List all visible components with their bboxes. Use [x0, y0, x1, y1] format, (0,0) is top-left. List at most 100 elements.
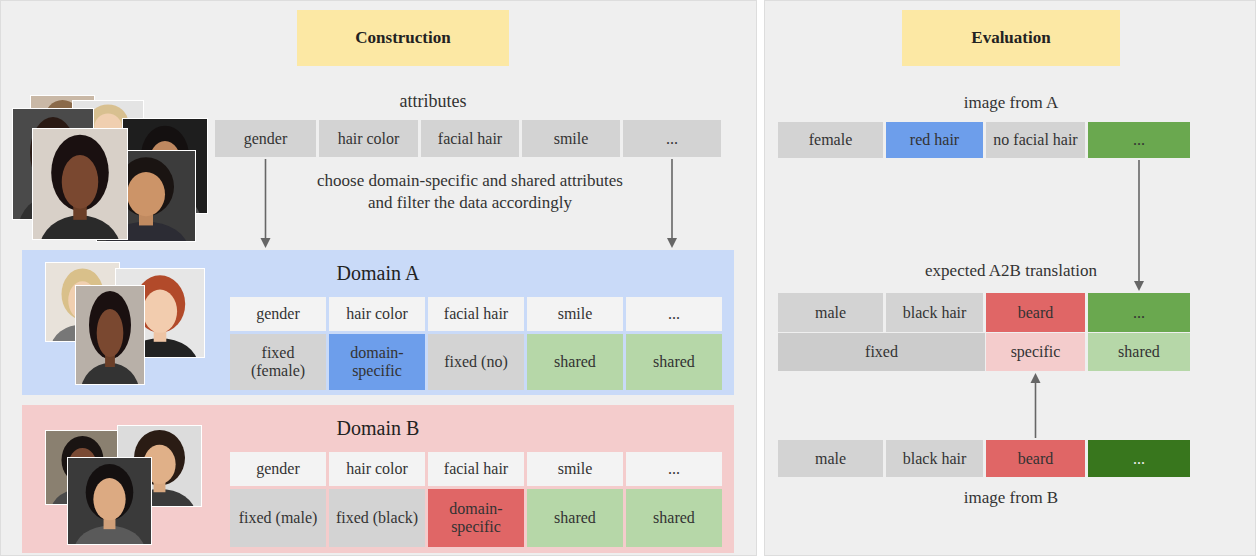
cell-text: smile [558, 305, 593, 323]
arrow-connector [261, 159, 271, 248]
cell-text: male [815, 304, 846, 322]
cell-text: fixed (black) [336, 509, 418, 527]
cell-text: smile [554, 130, 589, 148]
row-caption: image from A [901, 92, 1121, 114]
cell-text: ... [668, 305, 680, 323]
attribute-cell: beard [986, 440, 1085, 477]
cell-text: shared [1118, 343, 1160, 361]
band-title: Domain A [22, 262, 734, 284]
cell-text: gender [256, 305, 300, 323]
attribute-value: fixed (female) [230, 334, 326, 390]
attribute-value: fixed (no) [428, 334, 524, 390]
cell-text: ... [1133, 450, 1145, 468]
attribute-cell: male [778, 293, 883, 332]
cell-text: black hair [903, 450, 967, 468]
cell-text: ... [666, 130, 678, 148]
cell-text: facial hair [444, 305, 508, 323]
cell-text: hair color [346, 305, 408, 323]
attribute-value: shared [527, 334, 623, 390]
attribute-header: ... [626, 297, 722, 331]
cell-text: ... [668, 460, 680, 478]
header-text: Evaluation [971, 28, 1050, 47]
attribute-value: shared [626, 334, 722, 390]
cell-text: fixed (male) [239, 509, 318, 527]
attribute-cell: black hair [886, 293, 983, 332]
attribute-cell: black hair [886, 440, 983, 477]
cell-text: facial hair [438, 130, 502, 148]
attribute-cell: female [778, 122, 883, 158]
attribute-header: hair color [329, 452, 425, 486]
face-photo-stack [22, 250, 222, 395]
attribute-header: facial hair [428, 452, 524, 486]
attribute-header: facial hair [428, 297, 524, 331]
domain-band: Domain A gender hair color facial hair smile… [22, 250, 734, 395]
attribute-cell: no facial hair [986, 122, 1085, 158]
attribute-cell: ... [1088, 122, 1190, 158]
face-photo-stack [22, 405, 222, 553]
attribute-header: hair color [329, 297, 425, 331]
attribute-cell: male [778, 440, 883, 477]
cell-text: beard [1018, 304, 1054, 322]
attribute-value: shared [527, 489, 623, 547]
cell-text: female [809, 131, 853, 149]
cell-text: shared [653, 509, 695, 527]
attribute-header: gender [230, 297, 326, 331]
attribute-cell: beard [986, 293, 1085, 332]
cell-text: fixed (female) [234, 344, 322, 380]
cell-text: shared [554, 353, 596, 371]
attribute-value: shared [626, 489, 722, 547]
cell-text: domain-specific [333, 344, 421, 380]
cell-text: smile [558, 460, 593, 478]
cell-text: shared [653, 353, 695, 371]
attribute-header: ... [626, 452, 722, 486]
cell-text: gender [244, 130, 288, 148]
arrow-connector [1134, 160, 1144, 291]
domain-band: Domain B gender hair color facial hair smile… [22, 405, 734, 553]
attribute-value: fixed (black) [329, 489, 425, 547]
row-caption: attributes [323, 90, 543, 113]
band-title: Domain B [22, 417, 734, 439]
attribute-cell: ... [1088, 293, 1190, 332]
cell-text: hair color [338, 130, 400, 148]
attribute-value: domain-specific [329, 334, 425, 390]
cell-text: hair color [346, 460, 408, 478]
cell-text: ... [1133, 131, 1145, 149]
row-caption: image from B [901, 487, 1121, 509]
instruction-note: choose domain-specific and shared attrib… [305, 170, 635, 214]
arrow-connector [667, 159, 677, 248]
cell-text: gender [256, 460, 300, 478]
cell-text: beard [1018, 450, 1054, 468]
cell-text: fixed [865, 343, 898, 361]
cell-text: shared [554, 509, 596, 527]
cell-text: fixed (no) [444, 353, 508, 371]
attribute-cell: hair color [319, 120, 418, 157]
row-caption: expected A2B translation [891, 260, 1131, 282]
attribute-cell: red hair [886, 122, 983, 158]
attribute-header: gender [230, 452, 326, 486]
attribute-kind: fixed [778, 333, 985, 371]
cell-text: ... [1133, 304, 1145, 322]
cell-text: specific [1011, 343, 1061, 361]
cell-text: domain-specific [432, 500, 520, 536]
attribute-kind: shared [1088, 333, 1190, 371]
cell-text: black hair [903, 304, 967, 322]
cell-text: male [815, 450, 846, 468]
section-header: Construction [297, 10, 509, 66]
cell-text: red hair [910, 131, 959, 149]
attribute-cell: facial hair [421, 120, 519, 157]
attribute-header: smile [527, 452, 623, 486]
attribute-cell: ... [1088, 440, 1190, 477]
cell-text: no facial hair [993, 131, 1077, 149]
attribute-cell: ... [623, 120, 721, 157]
attribute-header: smile [527, 297, 623, 331]
arrow-connector [1031, 373, 1041, 438]
attribute-cell: gender [215, 120, 316, 157]
attribute-value: domain-specific [428, 489, 524, 547]
attribute-kind: specific [986, 333, 1085, 371]
attribute-value: fixed (male) [230, 489, 326, 547]
header-text: Construction [355, 28, 450, 47]
attribute-cell: smile [522, 120, 620, 157]
cell-text: facial hair [444, 460, 508, 478]
section-header: Evaluation [902, 10, 1120, 66]
